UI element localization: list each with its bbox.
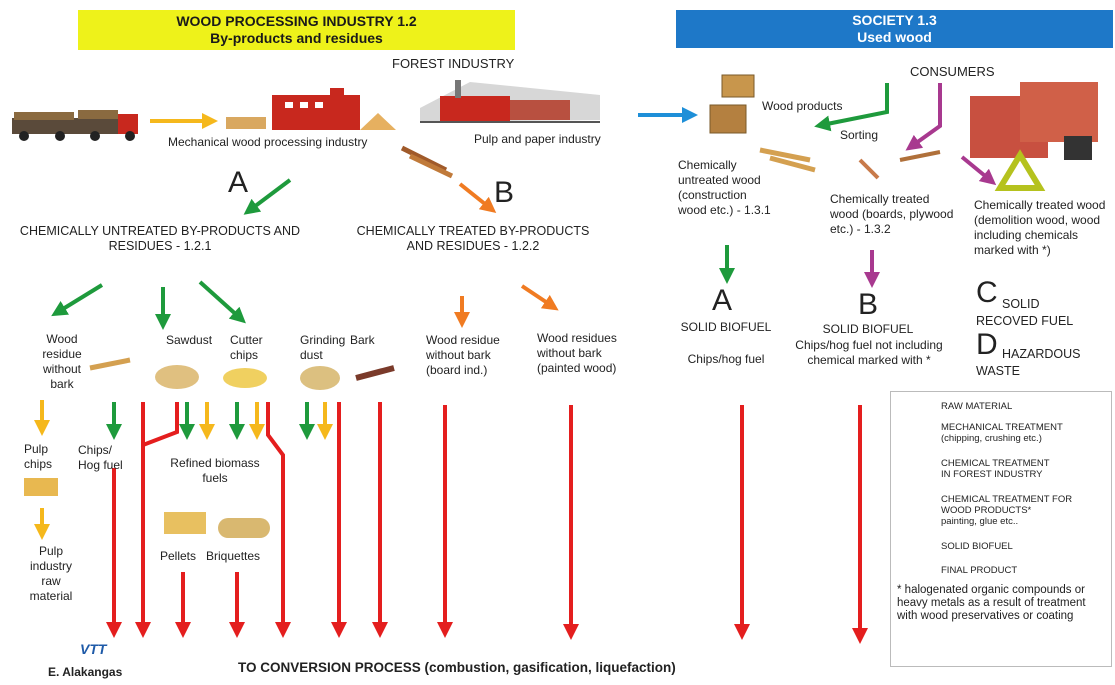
pellets-label: Pellets (160, 549, 197, 563)
society-title: SOCIETY 1.3 (852, 12, 937, 28)
sorting-illustration (858, 150, 941, 180)
cutter-chips-label: Cutter chips (230, 333, 263, 362)
legend-chem-forest: CHEMICAL TREATMENT (941, 458, 1050, 469)
briquettes-label: Briquettes (206, 549, 261, 563)
treated-title: CHEMICALLY TREATED BY-PRODUCTS AND RESID… (356, 224, 590, 253)
wood-residue-label: Wood residue without bark (42, 332, 82, 391)
recycling-illustration (994, 149, 1046, 191)
chips-hog-label: Chips/ Hog fuel (78, 443, 123, 472)
sawmill-illustration (226, 88, 396, 130)
letter-a-top: A (228, 166, 249, 199)
legend-chem-wood-sub2: painting, glue etc.. (941, 516, 1019, 527)
legend-solid: SOLID BIOFUEL (941, 541, 1013, 552)
chips-hog-fuel-a: Chips/hog fuel (687, 352, 765, 366)
b-arrow (458, 182, 497, 213)
legend-mech-sub: (chipping, crushing etc.) (941, 433, 1042, 444)
pulp-industry-label: Pulp and paper industry (474, 132, 601, 146)
pulp-raw-label: Pulp industry raw material (29, 544, 73, 603)
letter-d: D (976, 328, 998, 361)
demolition-arrow (960, 155, 997, 186)
wood-products-label: Wood products (762, 99, 843, 113)
log-truck-illustration (12, 110, 138, 141)
wood-products-illustration (709, 74, 816, 173)
wood-residue-board-label: Wood residue without bark (board ind.) (426, 333, 500, 377)
solid-biofuel-b: SOLID BIOFUEL (822, 322, 914, 336)
letter-b-top: B (494, 176, 515, 209)
hazardous-label: HAZARDOUS WASTE (976, 347, 1081, 378)
logs-illustration (400, 145, 454, 179)
wood-processing-header: WOOD PROCESSING INDUSTRY 1.2 By-products… (78, 10, 515, 50)
sorting-label: Sorting (840, 128, 879, 142)
solid-biofuel-a: SOLID BIOFUEL (680, 320, 772, 334)
letter-c: C (976, 276, 998, 309)
author-label: E. Alakangas (48, 665, 123, 679)
pulp-mill-illustration (420, 80, 600, 123)
legend-raw: RAW MATERIAL (941, 401, 1013, 412)
legend-note: * halogenated organic compounds or heavy… (897, 584, 1086, 622)
a-arrow (243, 178, 292, 215)
vtt-logo: VTT (80, 641, 107, 657)
refined-fuels-label: Refined biomass fuels (170, 456, 260, 485)
grinding-dust-label: Grinding dust (300, 333, 346, 362)
wood-processing-subtitle: By-products and residues (210, 30, 383, 46)
consumer-untreated-arrow (814, 83, 889, 132)
solid-recovered-label: SOLID RECOVED FUEL (976, 297, 1074, 328)
conversion-label: TO CONVERSION PROCESS (combustion, gasif… (238, 660, 676, 675)
bark-label: Bark (350, 333, 375, 347)
pulp-chips-label: Pulp chips (24, 442, 53, 471)
legend-chem-wood: CHEMICAL TREATMENT FOR (941, 494, 1073, 505)
chem-untreated-wood-label: Chemically untreated wood (construction … (678, 158, 771, 217)
consumer-treated-arrow (905, 83, 942, 151)
society-subtitle: Used wood (857, 29, 932, 45)
residue-illustrations (24, 357, 395, 538)
legend-chem-forest-sub: IN FOREST INDUSTRY (941, 469, 1043, 480)
chem-treated-wood-label: Chemically treated wood (boards, plywood… (830, 192, 954, 236)
letter-b-society: B (858, 288, 879, 321)
letter-a-society: A (712, 284, 733, 317)
buildings-illustration (970, 82, 1098, 160)
wood-processing-title: WOOD PROCESSING INDUSTRY 1.2 (176, 13, 417, 29)
legend-final: FINAL PRODUCT (941, 565, 1018, 576)
consumers-label: CONSUMERS (910, 64, 995, 79)
untreated-title: CHEMICALLY UNTREATED BY-PRODUCTS AND RES… (19, 224, 301, 253)
forest-industry-label: FOREST INDUSTRY (392, 56, 515, 71)
chem-treated-demolition-label: Chemically treated wood (demolition wood… (974, 198, 1106, 257)
sawdust-label: Sawdust (166, 333, 213, 347)
society-header: SOCIETY 1.3 Used wood (676, 10, 1113, 48)
legend-chem-wood-sub: WOOD PRODUCTS* (941, 505, 1032, 516)
legend: RAW MATERIAL MECHANICAL TREATMENT (chipp… (890, 391, 1112, 667)
chips-hog-not-b: Chips/hog fuel not including chemical ma… (795, 338, 943, 367)
mechanical-industry-label: Mechanical wood processing industry (168, 135, 368, 149)
wood-residues-painted-label: Wood residues without bark (painted wood… (537, 331, 617, 375)
legend-mech: MECHANICAL TREATMENT (941, 422, 1063, 433)
